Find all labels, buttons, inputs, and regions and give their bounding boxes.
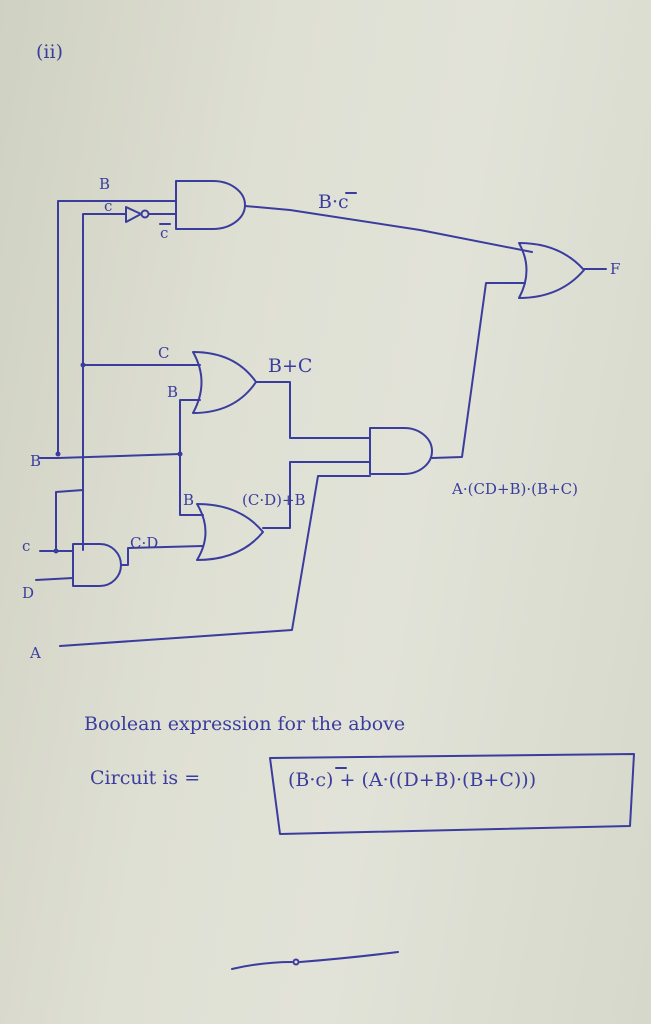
and-gate-top [175, 180, 246, 230]
label-b-low: B [183, 491, 194, 509]
junction-c-mid [80, 362, 86, 368]
label-input-b-top: B [99, 175, 110, 193]
label-c-left: c [22, 537, 30, 555]
label-b-mid: B [167, 383, 178, 401]
and-gate-mid [369, 427, 433, 475]
wire-b-top [57, 200, 177, 453]
or-gate-low [196, 503, 264, 561]
label-or-low-output: (C·D)+B [242, 491, 306, 509]
wire-b-mid [179, 399, 204, 516]
end-mark-line [231, 951, 399, 970]
wire-and-low-out [120, 545, 204, 566]
junction-b-left [55, 451, 61, 457]
and-gate-low [72, 543, 122, 587]
label-or-mid-output: B+C [268, 355, 312, 377]
wire-d-left [35, 577, 74, 581]
label-and-low-output: C·D [130, 534, 158, 552]
wire-or-low-to-and [262, 461, 371, 529]
answer-box [269, 753, 635, 835]
label-a-left: A [29, 644, 41, 662]
boolean-expression: (B·c) + (A·((D+B)·(B+C))) [288, 769, 536, 791]
label-and-mid-output: A·(CD+B)·(B+C) [451, 480, 578, 498]
label-and-top-output: B·c [318, 191, 349, 213]
answer-line-2-prefix: Circuit is = [90, 767, 200, 789]
wire-c-to-b-branch [55, 489, 84, 552]
label-b-left: B [30, 452, 41, 470]
label-d-left: D [22, 584, 34, 602]
wire-and-top-out [244, 205, 533, 253]
wire-a-to-and [59, 475, 371, 647]
label-c-mid: C [158, 344, 169, 362]
junction-c-left [53, 548, 59, 554]
wire-b-left [39, 453, 181, 459]
end-mark-dot [292, 958, 300, 966]
not-gate-bubble [140, 209, 150, 219]
or-gate-mid [192, 351, 257, 414]
answer-line-1: Boolean expression for the above [84, 713, 405, 735]
part-label: (ii) [36, 41, 63, 63]
junction-b-mid [177, 451, 183, 457]
wire-or-mid-out [255, 381, 371, 439]
wire-and-mid-to-or [431, 282, 526, 459]
or-gate-final [518, 242, 585, 299]
label-input-c-top: c [104, 197, 112, 215]
not-gate-symbol [125, 206, 142, 223]
label-c-not: c [160, 224, 168, 242]
wire-c-top [82, 213, 127, 551]
label-output-f: F [610, 260, 620, 278]
